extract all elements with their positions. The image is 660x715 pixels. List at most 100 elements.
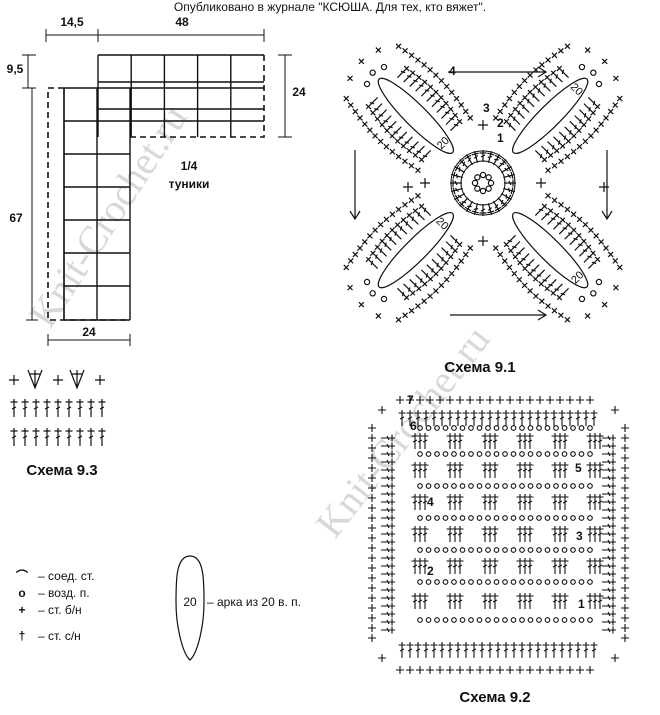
dc-symbol-group [420, 269, 434, 282]
dc-symbol [10, 428, 18, 446]
dc-symbol [561, 433, 569, 449]
chain-symbol [485, 185, 492, 192]
pattern-label: туники [169, 177, 210, 191]
chain-symbol [502, 579, 508, 585]
chain-symbol [519, 451, 525, 457]
chain-symbol [510, 547, 517, 553]
dc-symbol [569, 120, 582, 134]
dc-symbol [21, 399, 29, 417]
dc-symbol [586, 526, 594, 542]
dc-symbol [602, 546, 616, 554]
sc-symbol [403, 182, 413, 192]
legend-arch-shape [175, 555, 205, 661]
dc-symbol [602, 570, 616, 578]
dc-symbol [526, 642, 534, 658]
dc-symbol-group [521, 258, 535, 272]
dc-symbol-group [500, 192, 512, 202]
chain-symbol [459, 483, 466, 489]
chain-symbol [561, 483, 568, 489]
chain-symbol [417, 515, 423, 521]
legend-symbol-chain: o [18, 586, 25, 600]
dc-symbol [416, 526, 424, 542]
dc-symbol [418, 150, 432, 163]
dc-symbol [389, 126, 402, 139]
dc-symbol [421, 558, 429, 574]
legend-arch-value: 20 [183, 595, 197, 609]
chain-symbol [561, 547, 568, 553]
dc-symbol [586, 433, 594, 449]
chain-symbol [536, 579, 542, 585]
sc-symbol [621, 554, 629, 562]
sc-symbol [526, 666, 534, 674]
sc-symbol [395, 43, 402, 50]
sc-symbol [551, 52, 558, 59]
chain-symbol [493, 547, 500, 553]
sc-symbol [621, 544, 629, 552]
sc-symbol [516, 396, 524, 404]
dc-symbol [381, 602, 395, 610]
sc-symbol [458, 102, 465, 108]
dc-symbol-group [503, 118, 516, 132]
dc-symbol [445, 241, 459, 254]
dc-symbol [553, 217, 566, 230]
sc-symbol [621, 594, 629, 602]
sc-symbol [453, 95, 460, 102]
sc-symbol [436, 666, 444, 674]
chain-symbol [587, 579, 593, 585]
dim-top-left: 14,5 [60, 15, 84, 29]
sc-symbol [432, 72, 439, 79]
dc-symbol [403, 69, 416, 83]
dc-symbol [578, 244, 592, 257]
round-number-3: 3 [483, 101, 490, 115]
dc-symbol [486, 642, 494, 658]
chain-symbol [544, 579, 551, 585]
dc-symbol [582, 642, 590, 658]
petal: 20 [343, 43, 474, 174]
dc-symbol [478, 410, 486, 426]
dc-symbol-group [497, 158, 508, 169]
dc-symbol [397, 65, 410, 79]
sc-symbol [545, 192, 551, 199]
sc-symbol [402, 201, 408, 208]
sc-symbol [368, 514, 376, 522]
sc-symbol [611, 406, 619, 414]
watermark-2: Knit-Crochet.ru [307, 317, 499, 545]
sc-symbol [621, 534, 629, 542]
dc-symbol [553, 136, 566, 149]
chain-symbol [363, 278, 371, 286]
sc-symbol [368, 584, 376, 592]
dc-symbol [398, 410, 406, 426]
chain-symbol [510, 579, 517, 585]
dc-symbol [381, 586, 395, 594]
dim-right-side: 24 [292, 85, 306, 99]
dc-symbol [381, 626, 395, 634]
chain-symbol [570, 515, 576, 521]
dc-symbol-group [381, 594, 395, 602]
dc-symbol-group [517, 253, 530, 266]
dc-symbol [556, 462, 564, 478]
dc-symbol-group [415, 79, 428, 92]
chain-symbol [476, 547, 483, 553]
dc-symbol [381, 506, 395, 514]
dc-symbol [369, 103, 383, 116]
chain-symbol [468, 451, 474, 457]
chain-symbol [578, 483, 585, 489]
dc-symbol [446, 526, 454, 542]
dc-symbol [381, 594, 395, 602]
scheme-9-2-title: Схема 9.2 [459, 689, 530, 706]
chain-symbol [476, 425, 483, 431]
dc-symbol [574, 642, 582, 658]
sc-symbol [416, 396, 424, 404]
dc-symbol [456, 462, 464, 478]
sc-symbol [361, 238, 368, 245]
chain-symbol [380, 63, 388, 71]
dc-symbol [561, 558, 569, 574]
dc-symbol [98, 428, 106, 446]
sc-symbol [372, 227, 379, 234]
chain-symbol [442, 483, 449, 489]
dc-symbol [550, 410, 558, 426]
dc-symbol-group [394, 221, 408, 235]
dc-symbol [551, 526, 559, 542]
dim-line-left [22, 54, 38, 321]
sc-symbol [506, 396, 514, 404]
